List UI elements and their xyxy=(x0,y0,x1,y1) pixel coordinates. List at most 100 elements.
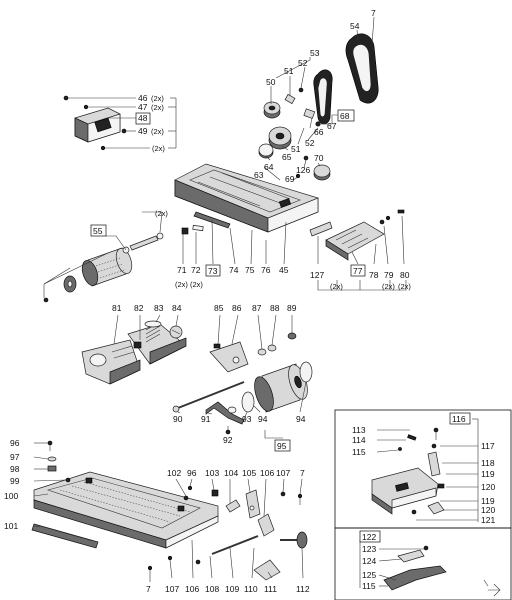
label-55: 55 xyxy=(93,226,103,236)
label-119b: 119 xyxy=(481,496,495,506)
motor-cover-48-shape xyxy=(63,95,127,151)
box-77 xyxy=(350,264,366,277)
label-qty-c: (2x) xyxy=(175,280,188,289)
label-113: 113 xyxy=(352,425,366,435)
label-7b: 7 xyxy=(300,468,305,478)
label-45: 45 xyxy=(279,265,289,275)
label-50: 50 xyxy=(266,77,276,87)
label-7c: 7 xyxy=(146,584,151,594)
cover-77-shape xyxy=(309,209,405,261)
label-92: 92 xyxy=(223,435,233,445)
label-110: 110 xyxy=(244,584,258,594)
label-70: 70 xyxy=(314,153,324,163)
label-qty-f: (2x) xyxy=(382,282,395,291)
label-103: 103 xyxy=(205,468,219,478)
label-49: 49 xyxy=(138,126,148,136)
label-7: 7 xyxy=(371,8,376,18)
label-84: 84 xyxy=(172,303,182,313)
label-87: 87 xyxy=(252,303,262,313)
label-52b: 52 xyxy=(305,138,315,148)
label-107: 107 xyxy=(276,468,290,478)
drive-belt-assembly xyxy=(258,33,379,181)
label-69: 69 xyxy=(285,174,295,184)
label-52: 52 xyxy=(298,58,308,68)
label-119: 119 xyxy=(481,469,495,479)
label-101: 101 xyxy=(4,521,18,531)
label-107b: 107 xyxy=(165,584,179,594)
box-95 xyxy=(274,439,291,452)
label-123: 123 xyxy=(362,544,376,554)
label-67: 67 xyxy=(327,121,337,131)
box-48 xyxy=(135,112,151,125)
label-75: 75 xyxy=(245,265,255,275)
label-78: 78 xyxy=(369,270,379,280)
label-115b: 115 xyxy=(362,581,376,591)
label-94b: 94 xyxy=(296,414,306,424)
part-111-shape xyxy=(253,559,281,581)
pulley-50-shape xyxy=(263,101,281,119)
label-94: 94 xyxy=(258,414,268,424)
label-115: 115 xyxy=(352,447,366,457)
label-102: 102 xyxy=(167,468,181,478)
label-112: 112 xyxy=(296,584,310,594)
label-64: 64 xyxy=(264,162,274,172)
label-71: 71 xyxy=(177,265,187,275)
label-73: 73 xyxy=(208,266,218,276)
label-89: 89 xyxy=(287,303,297,313)
roller-95-shape xyxy=(241,361,313,413)
label-88: 88 xyxy=(270,303,280,313)
label-qty-e: (2x) xyxy=(330,282,343,291)
bracket-81-shape xyxy=(81,339,141,385)
label-74: 74 xyxy=(229,265,239,275)
label-48: 48 xyxy=(138,113,148,123)
plate-86-shape xyxy=(209,341,249,373)
label-114: 114 xyxy=(352,435,366,445)
label-51b: 51 xyxy=(291,144,301,154)
label-80: 80 xyxy=(400,270,410,280)
label-46-qty: (2x) xyxy=(151,94,164,103)
label-46: 46 xyxy=(138,93,148,103)
label-99: 99 xyxy=(10,476,20,486)
next-page-arrow-icon xyxy=(483,579,501,597)
lever-91-shape xyxy=(205,401,245,425)
label-100: 100 xyxy=(4,491,18,501)
label-93: 93 xyxy=(242,414,252,424)
label-76: 76 xyxy=(261,265,271,275)
label-54: 54 xyxy=(350,21,360,31)
label-63: 63 xyxy=(254,170,264,180)
label-65: 65 xyxy=(282,152,292,162)
base-plate-100-shape xyxy=(33,471,219,549)
label-79: 79 xyxy=(384,270,394,280)
guide-101-shape xyxy=(31,523,99,549)
label-95: 95 xyxy=(277,441,287,451)
label-117: 117 xyxy=(481,441,495,451)
label-86: 86 xyxy=(232,303,242,313)
label-qty-g: (2x) xyxy=(398,282,411,291)
label-82: 82 xyxy=(134,303,144,313)
label-106b: 106 xyxy=(185,584,199,594)
label-qty-a: (2x) xyxy=(152,144,165,153)
inset-122 xyxy=(334,527,512,600)
label-118: 118 xyxy=(481,458,495,468)
label-96b: 96 xyxy=(187,468,197,478)
label-126: 126 xyxy=(296,165,310,175)
label-125: 125 xyxy=(362,570,376,580)
label-91: 91 xyxy=(201,414,211,424)
label-120b: 120 xyxy=(481,505,495,515)
leader-lines xyxy=(33,16,407,582)
label-105: 105 xyxy=(242,468,256,478)
label-47: 47 xyxy=(138,102,148,112)
label-85: 85 xyxy=(214,303,224,313)
label-51: 51 xyxy=(284,66,294,76)
box-55 xyxy=(90,224,107,237)
label-83: 83 xyxy=(154,303,164,313)
label-116: 116 xyxy=(452,414,466,424)
label-49-qty: (2x) xyxy=(151,127,164,136)
label-121: 121 xyxy=(481,515,495,525)
label-124: 124 xyxy=(362,556,376,566)
box-73 xyxy=(205,264,221,277)
label-106: 106 xyxy=(260,468,274,478)
label-77: 77 xyxy=(353,266,363,276)
label-122: 122 xyxy=(362,532,376,542)
